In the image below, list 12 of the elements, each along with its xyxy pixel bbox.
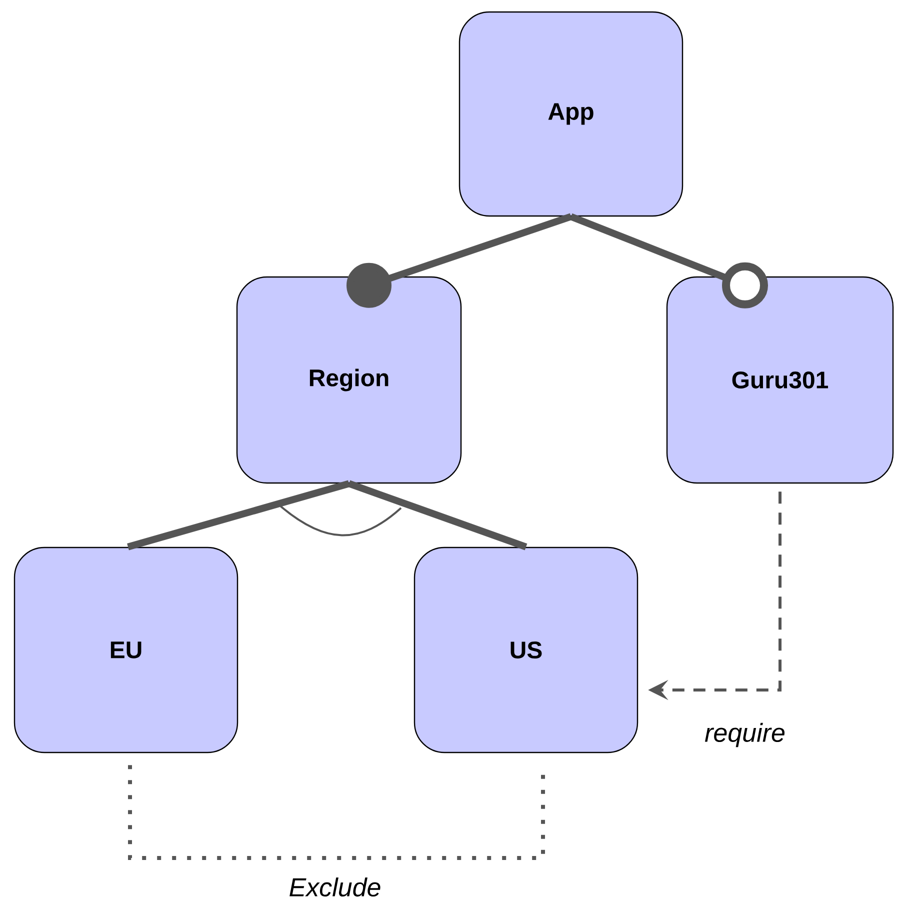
edge-label: Exclude [290,877,380,897]
feature-box: App [458,11,684,217]
connector [570,213,768,308]
connector [128,765,545,860]
connector [348,480,528,550]
connector [127,480,350,550]
edge-label: require [704,722,784,748]
connector [346,213,572,308]
feature-box: EU [14,546,238,754]
feature-box: Region [236,276,462,484]
feature-box: US [414,546,638,754]
feature-box: Guru301 [666,276,894,484]
